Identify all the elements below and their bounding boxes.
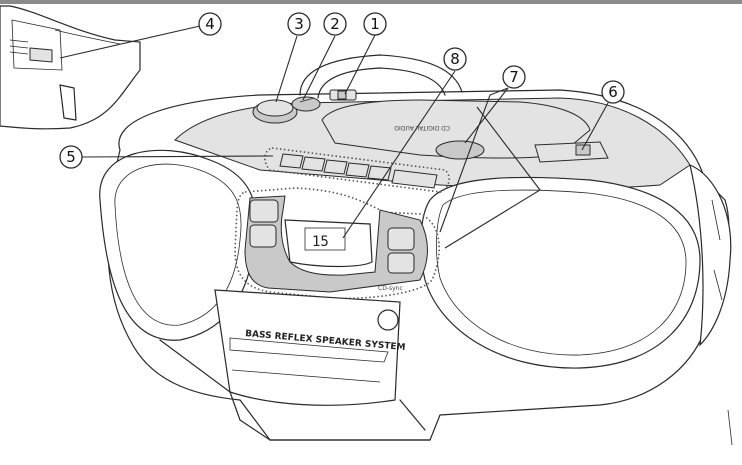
right-speaker xyxy=(420,176,701,369)
panel-label: CD-sync xyxy=(378,285,403,292)
callout-3: 3 xyxy=(287,12,311,36)
display-value: 15 xyxy=(312,234,329,250)
top-bar xyxy=(0,0,742,4)
volume-knob[interactable] xyxy=(252,99,298,124)
tape-buttons-row xyxy=(264,147,450,193)
tape-button-stop[interactable] xyxy=(367,165,392,181)
svg-text:6: 6 xyxy=(608,83,618,101)
cd-control-panel: 15 CD-sync xyxy=(234,187,440,300)
lcd-display: 15 xyxy=(284,219,373,268)
source-selector[interactable] xyxy=(291,96,321,112)
callout-7: 7 xyxy=(502,65,526,89)
cd-lid-text: CD DIGITAL AUDIO xyxy=(394,124,450,131)
callout-4: 4 xyxy=(198,12,222,36)
tape-button-pause[interactable] xyxy=(391,169,438,189)
callout-8: 8 xyxy=(443,47,467,71)
svg-text:7: 7 xyxy=(509,68,519,86)
tape-button-play[interactable] xyxy=(301,156,326,172)
tape-button-rewind[interactable] xyxy=(323,159,348,175)
svg-text:2: 2 xyxy=(330,15,340,33)
tape-button-forward[interactable] xyxy=(345,162,370,178)
cd-previous-button[interactable] xyxy=(387,227,415,251)
callout-6: 6 xyxy=(601,80,625,104)
callout-2: 2 xyxy=(323,12,347,36)
cd-next-button[interactable] xyxy=(387,252,415,274)
leader-lines xyxy=(59,25,609,249)
tape-button-record[interactable] xyxy=(279,153,304,169)
callout-5: 5 xyxy=(59,145,83,169)
power-switch[interactable] xyxy=(329,89,357,101)
svg-text:1: 1 xyxy=(370,15,380,33)
svg-text:4: 4 xyxy=(205,15,215,33)
svg-text:3: 3 xyxy=(294,15,304,33)
cd-open-button[interactable] xyxy=(435,140,485,160)
cd-play-pause-button[interactable] xyxy=(249,224,277,248)
cd-stop-button[interactable] xyxy=(249,199,279,223)
tape-slot[interactable] xyxy=(534,141,609,163)
svg-text:8: 8 xyxy=(450,50,460,68)
svg-text:5: 5 xyxy=(66,148,76,166)
cassette-door[interactable]: BASS REFLEX SPEAKER SYSTEM xyxy=(214,289,406,406)
inset-side-panel xyxy=(0,5,141,130)
callout-1: 1 xyxy=(363,12,387,36)
